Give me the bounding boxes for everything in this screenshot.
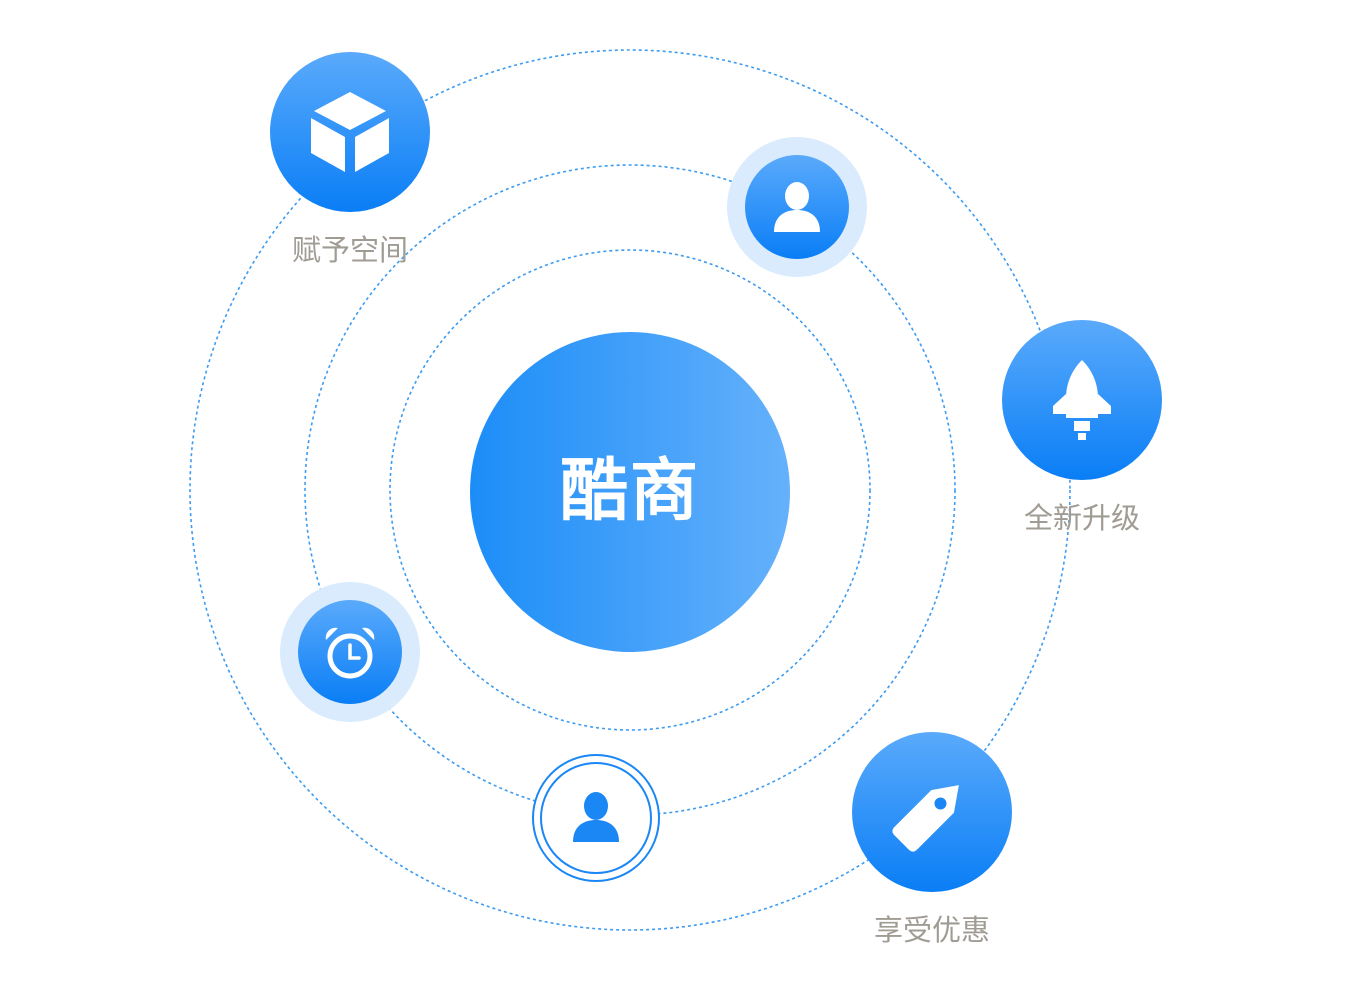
node-clock[interactable]: [280, 582, 420, 722]
alarm-clock-icon: [325, 627, 375, 679]
cube-icon: [311, 92, 389, 172]
center-title: 酷商: [559, 452, 701, 531]
node-space[interactable]: [270, 52, 430, 212]
node-discount[interactable]: [852, 732, 1012, 892]
label-discount: 享受优惠: [873, 913, 991, 947]
node-user-bottom[interactable]: [532, 754, 660, 882]
user-icon: [573, 792, 619, 842]
tag-icon: [892, 785, 959, 852]
label-upgrade: 全新升级: [1023, 501, 1141, 535]
user-icon: [774, 182, 820, 232]
center-circle: [470, 332, 790, 652]
label-space: 赋予空间: [291, 233, 409, 267]
node-user-top[interactable]: [727, 137, 867, 277]
node-upgrade[interactable]: [1002, 320, 1162, 480]
outer-orbit: [189, 49, 1071, 931]
rocket-icon: [1053, 360, 1111, 440]
inner-orbit: [389, 249, 871, 731]
